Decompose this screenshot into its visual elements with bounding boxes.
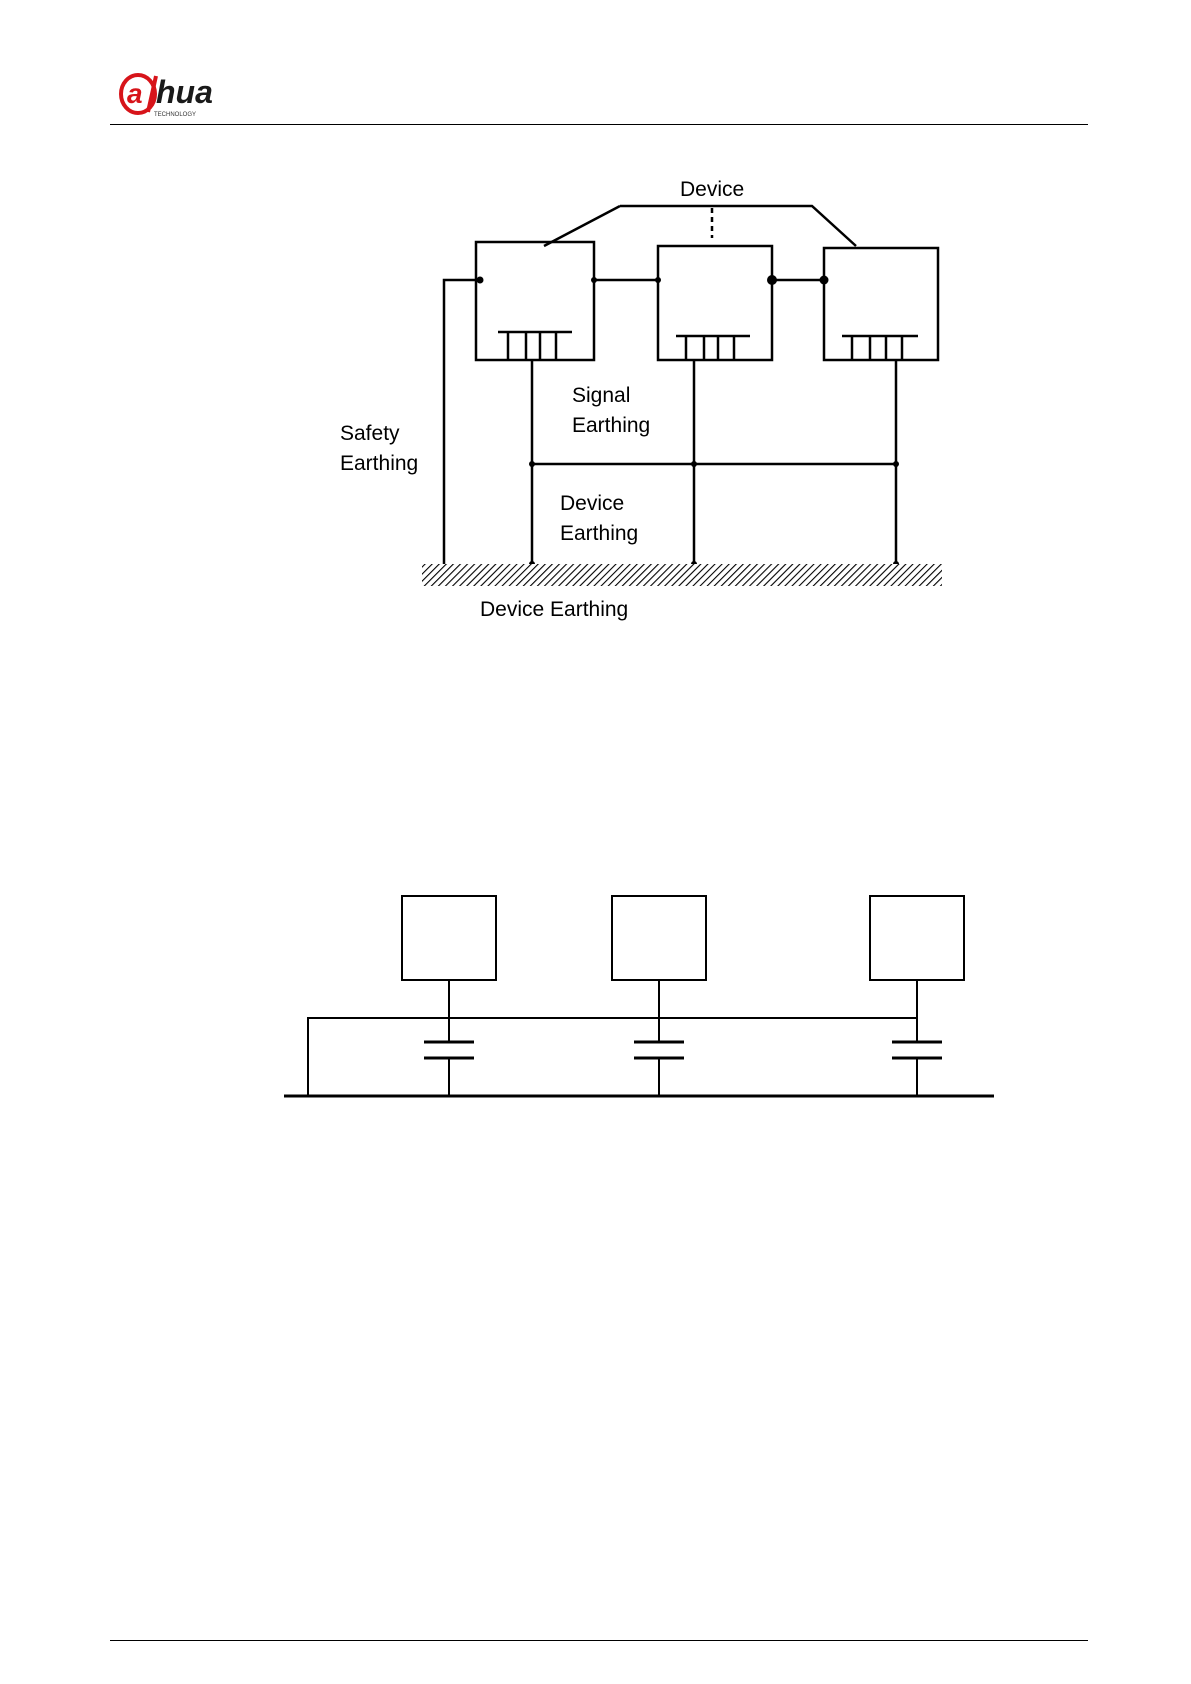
device-box-1 xyxy=(476,242,594,360)
device-box-c xyxy=(870,896,964,980)
device-pointer-left xyxy=(544,206,856,246)
earthing-diagram: Device Signal Earthing Safety Earthing D… xyxy=(290,168,970,628)
header-divider xyxy=(110,124,1088,125)
label-device-earthing-2: Earthing xyxy=(560,522,638,545)
label-ground: Device Earthing xyxy=(480,598,628,621)
label-signal-earthing-2: Earthing xyxy=(572,414,650,437)
svg-text:a: a xyxy=(127,78,143,109)
bus-line xyxy=(308,1018,917,1096)
safety-earthing-line xyxy=(444,280,480,564)
svg-text:hua: hua xyxy=(156,74,213,110)
device-box-a xyxy=(402,896,496,980)
footer-divider xyxy=(110,1640,1088,1641)
svg-text:TECHNOLOGY: TECHNOLOGY xyxy=(154,112,196,118)
dahua-logo: a hua TECHNOLOGY xyxy=(118,70,258,120)
label-device-earthing-1: Device xyxy=(560,492,624,515)
device-box-2 xyxy=(658,246,772,360)
label-safety-earthing-2: Earthing xyxy=(340,452,418,475)
device-box-3 xyxy=(824,248,938,360)
label-signal-earthing-1: Signal xyxy=(572,384,630,407)
label-safety-earthing-1: Safety xyxy=(340,422,400,445)
coupling-diagram xyxy=(280,892,1010,1132)
label-device: Device xyxy=(680,178,744,201)
ground-hatch xyxy=(422,564,942,586)
device-box-b xyxy=(612,896,706,980)
